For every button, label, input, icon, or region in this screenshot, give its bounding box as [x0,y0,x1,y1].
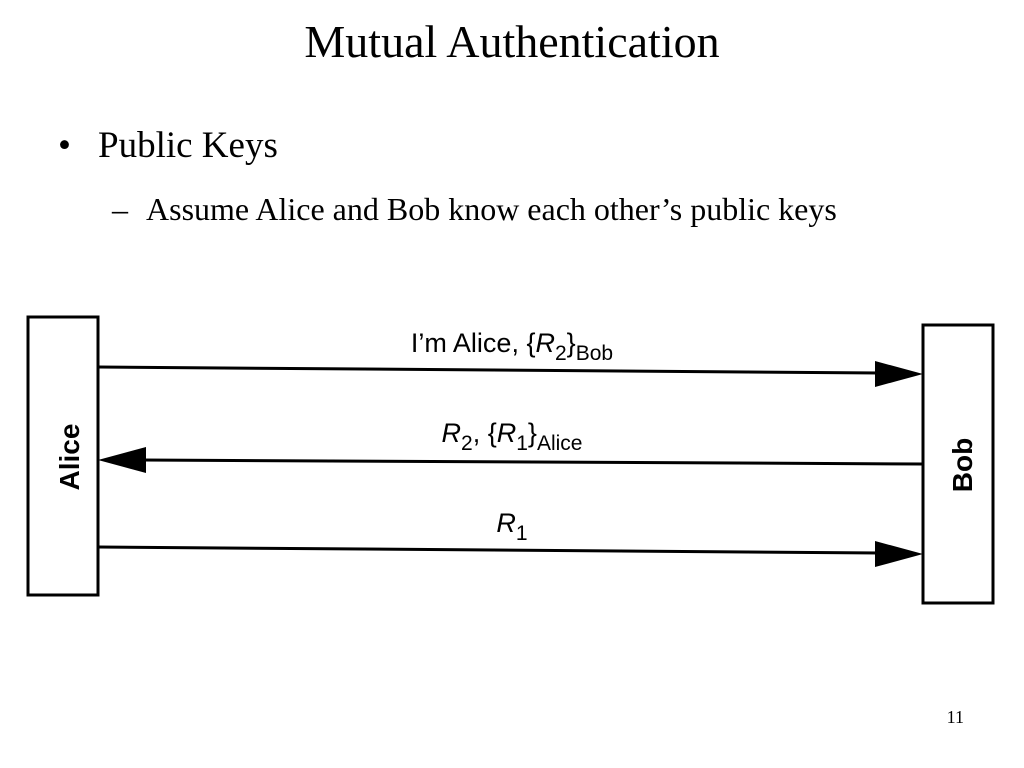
protocol-diagram: Alice Bob I’m Alice, {R2}Bob R2, {R1}Ali… [26,315,995,605]
alice-box [26,315,100,597]
message-2-label-part: 2 [461,432,473,455]
message-3-arrowhead [875,541,923,567]
message-1-label-part: I’m Alice, { [411,328,536,358]
sub-bullet-text: Assume Alice and Bob know each other’s p… [146,191,837,227]
message-2-label-part: R [442,418,462,448]
message-2-label-part: , { [473,418,497,448]
message-1-label-part: 2 [555,342,567,365]
message-3-label-part: R [496,508,516,538]
bullet-text: Public Keys [98,125,278,166]
message-2-label-part: Alice [537,432,583,455]
message-1-arrowhead [875,361,923,387]
message-3-arrow-line [97,545,881,555]
message-2-label-part: R [497,418,517,448]
message-1-label-part: Bob [576,342,613,365]
bob-label: Bob [947,438,978,492]
message-1-label-part: R [535,328,555,358]
message-2-label-part: 1 [516,432,528,455]
message-2-arrowhead [98,447,146,473]
bullet-marker: • [58,125,71,166]
message-2-label-part: } [528,418,537,448]
message-1-label: I’m Alice, {R2}Bob [411,328,613,365]
message-3-label-part: 1 [516,522,528,545]
page-number: 11 [946,707,964,727]
message-2-arrow-line [141,458,924,466]
message-2-label: R2, {R1}Alice [442,418,583,455]
bob-box [921,323,995,605]
message-1-label-part: } [567,328,576,358]
message-1-arrow-line [97,365,881,375]
message-3-label: R1 [496,508,527,545]
slide-title: Mutual Authentication [304,16,720,67]
sub-bullet-marker: – [112,191,128,227]
alice-label: Alice [54,424,85,491]
